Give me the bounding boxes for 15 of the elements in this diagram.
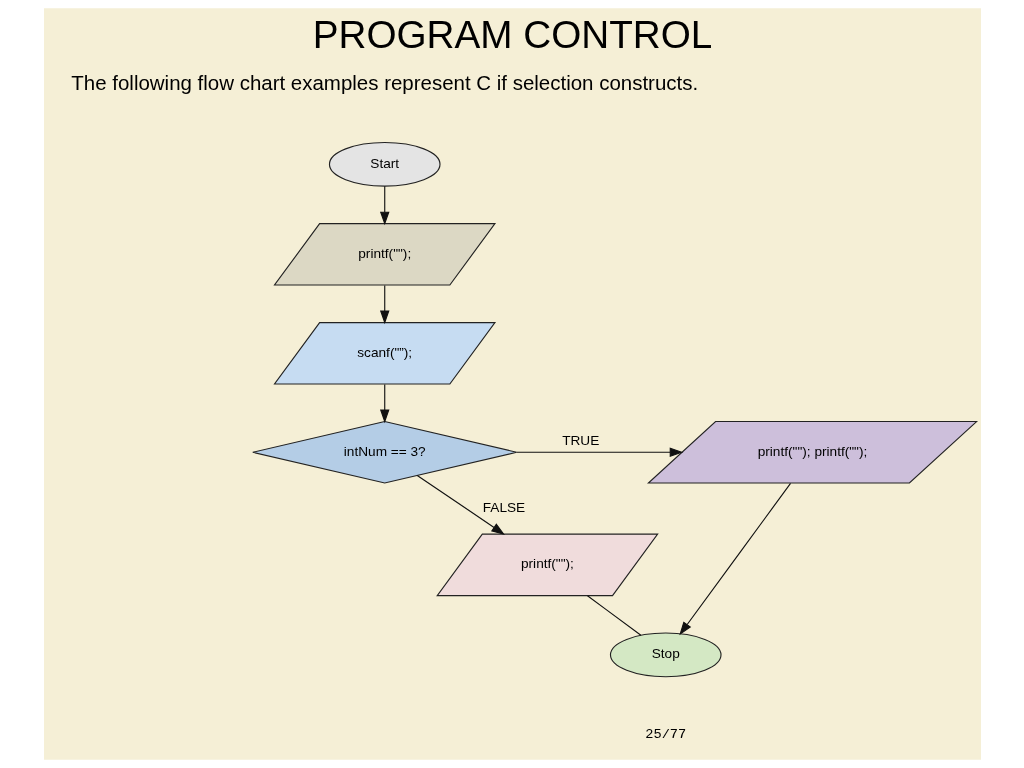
edge-label: TRUE [561,432,599,448]
arrow [678,482,791,636]
arrow [379,383,390,424]
edge-label: FALSE [482,500,525,516]
label: The following flow chart examples represent C if selection constructs. [70,70,698,94]
arrow [515,447,683,458]
arrow [416,474,505,535]
arrow [379,284,390,325]
node-diamond: intNum == 3? [251,420,517,484]
diagram-title: PROGRAM CONTROL [312,13,712,57]
node-ellipse: Stop [609,632,722,678]
label: 25/77 [644,727,686,743]
connector [586,595,641,636]
arrow [379,185,390,226]
node-ellipse: Start [328,141,441,187]
